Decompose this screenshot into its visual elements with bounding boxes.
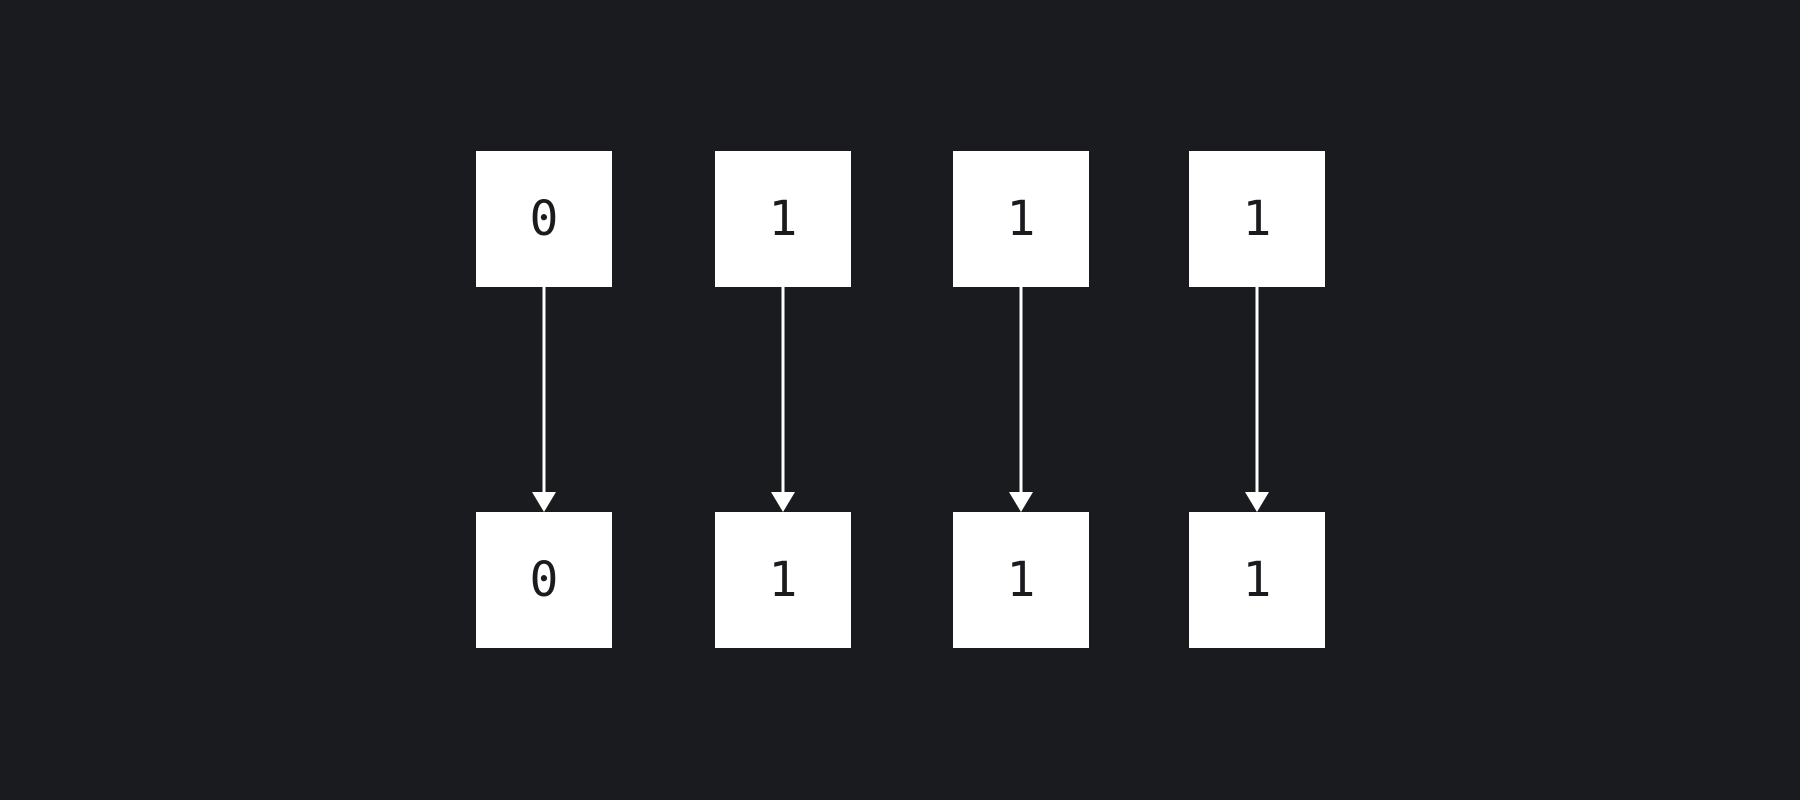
top-box-0: 0: [476, 151, 612, 287]
bottom-box-1: 1: [715, 512, 851, 648]
arrow-0: [532, 287, 556, 512]
top-box-2: 1: [953, 151, 1089, 287]
bottom-box-3: 1: [1189, 512, 1325, 648]
arrow-head-icon: [1245, 492, 1269, 512]
bottom-box-0: 0: [476, 512, 612, 648]
arrow-head-icon: [771, 492, 795, 512]
top-box-1: 1: [715, 151, 851, 287]
arrow-3: [1245, 287, 1269, 512]
arrow-2: [1009, 287, 1033, 512]
arrow-head-icon: [532, 492, 556, 512]
arrow-1: [771, 287, 795, 512]
bottom-box-2: 1: [953, 512, 1089, 648]
arrow-head-icon: [1009, 492, 1033, 512]
top-box-3: 1: [1189, 151, 1325, 287]
